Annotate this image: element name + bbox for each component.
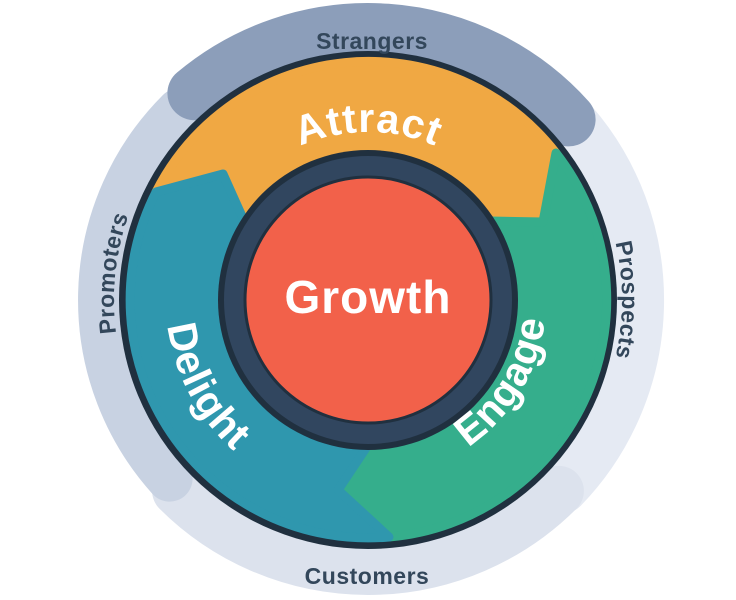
ring-arc-right [536, 96, 664, 514]
ring-arc-bottom [152, 465, 584, 595]
audience-labels: Strangers Prospects Customers Promoters [93, 28, 643, 589]
customers-label: Customers [305, 563, 430, 589]
ring-arc-top [167, 3, 596, 147]
ring-arc-left [78, 88, 203, 502]
outer-ring [78, 3, 664, 595]
growth-label: Growth [285, 271, 452, 323]
growth-circle [243, 175, 493, 425]
strangers-label: Strangers [316, 28, 428, 54]
